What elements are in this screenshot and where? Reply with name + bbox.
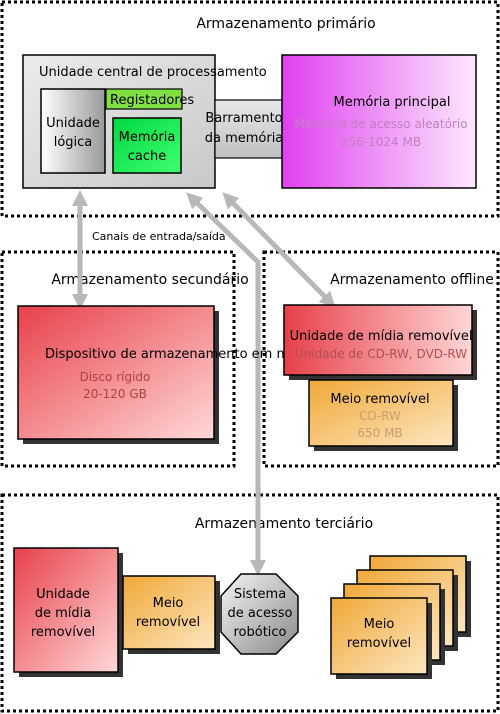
- registers-box: [105, 88, 183, 110]
- hard-disk-size-label: 20-120 GB: [83, 387, 147, 401]
- tertiary-medium-box: [122, 575, 216, 650]
- main-memory-label: Memória principal: [334, 95, 451, 110]
- tertiary-storage-title: Armazenamento terciário: [195, 516, 373, 532]
- tertiary-drive-label-line2: de mídia: [35, 606, 92, 621]
- offline-medium-label: Meio removível: [330, 392, 429, 407]
- ram-label: Memória de acesso aleatório: [294, 117, 467, 131]
- offline-medium-box: [308, 379, 454, 447]
- ram-size-label: 256-1024 MB: [341, 135, 421, 149]
- mass-storage-label: Dispositivo de armazenamento em massa: [45, 347, 319, 362]
- main-memory-box: [281, 54, 477, 189]
- robotic-access-label-line1: Sistema: [234, 587, 286, 602]
- tertiary-drive-label-line1: Unidade: [36, 587, 90, 602]
- tertiary-drive-label-line3: removível: [31, 625, 95, 640]
- offline-drive-label: Unidade de mídia removível: [290, 329, 473, 344]
- memory-bus-label-line1: Barramento: [205, 111, 282, 126]
- stacked-medium-label-line1: Meio: [364, 617, 395, 632]
- logic-unit-label-line1: Unidade: [46, 116, 100, 131]
- tertiary-medium-label-line2: removível: [136, 615, 200, 630]
- offline-drive-box: [283, 304, 473, 376]
- tertiary-drive-box: [13, 547, 119, 673]
- logic-unit-box: [40, 88, 106, 174]
- registers-label: Registadores: [110, 93, 194, 108]
- cpu-label: Unidade central de processamento: [39, 65, 267, 80]
- stacked-medium-label-line2: removível: [347, 636, 411, 651]
- cache-box: [112, 117, 182, 174]
- primary-storage-title: Armazenamento primário: [196, 16, 375, 32]
- cache-label-line2: cache: [128, 149, 167, 164]
- robotic-access-label-line3: robótico: [233, 625, 286, 640]
- primary-storage-section: [0, 0, 500, 218]
- robotic-access-octagon: [220, 573, 299, 655]
- io-channel-cpu-tertiary: [186, 192, 267, 577]
- robotic-access-label-line2: de acesso: [228, 606, 293, 621]
- mass-storage-box: [17, 305, 215, 440]
- cache-label-line1: Memória: [119, 130, 176, 145]
- offline-medium-size-label: 650 MB: [357, 426, 402, 440]
- stacked-medium-front: [330, 597, 428, 675]
- tertiary-medium-label-line1: Meio: [153, 596, 184, 611]
- offline-drive-type-label: Unidade de CD-RW, DVD-RW: [295, 347, 467, 361]
- memory-bus-label-line2: da memória: [205, 131, 284, 146]
- hard-disk-label: Disco rígido: [80, 370, 151, 384]
- logic-unit-label-line2: lógica: [54, 135, 93, 150]
- offline-storage-title: Armazenamento offline: [330, 272, 494, 288]
- io-channels-label: Canais de entrada/saída: [92, 230, 226, 243]
- offline-medium-type-label: CD-RW: [359, 409, 401, 423]
- memory-bus-box: [214, 99, 283, 159]
